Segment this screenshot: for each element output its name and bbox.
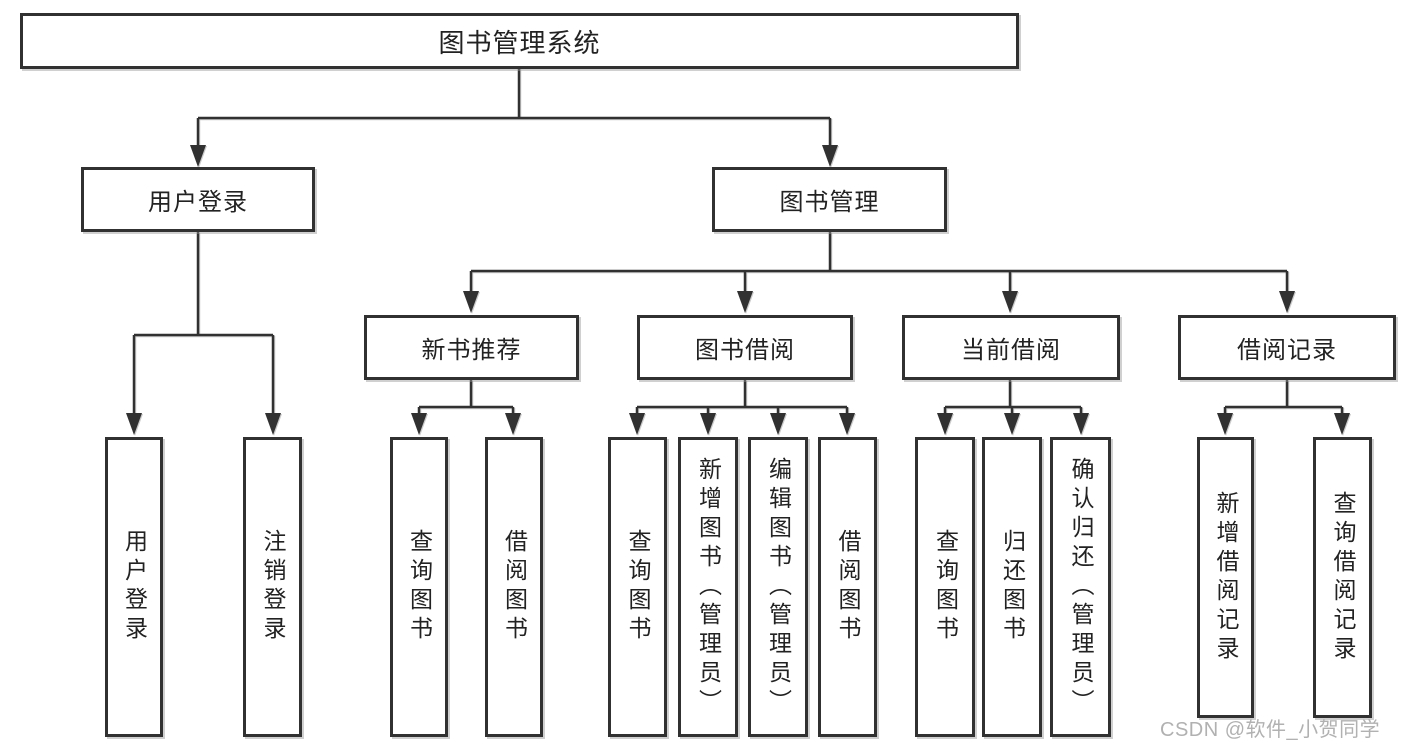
node-label: 查询借阅记录 (1330, 490, 1356, 665)
node-user-login: 用户登录 (81, 167, 315, 232)
leaf-user-login: 用户登录 (105, 437, 163, 737)
node-label: 查询图书 (932, 529, 959, 645)
node-label: 查询图书 (406, 529, 433, 645)
node-label: 借阅记录 (1237, 337, 1337, 364)
node-current-borrowing: 当前借阅 (902, 315, 1120, 380)
leaf-edit-books-admin: 编辑图书（管理员） (748, 437, 808, 737)
node-label: 借阅图书 (835, 529, 861, 645)
leaf-add-borrowing-record: 新增借阅记录 (1197, 437, 1254, 718)
node-label: 注销登录 (260, 529, 286, 645)
leaf-borrow-books: 借阅图书 (818, 437, 877, 737)
node-library-management-system: 图书管理系统 (20, 13, 1019, 69)
node-label: 确认归还（管理员） (1068, 456, 1094, 718)
leaf-confirm-return-admin: 确认归还（管理员） (1050, 437, 1111, 737)
leaf-recommend-borrow-books: 借阅图书 (485, 437, 543, 737)
connector-paths (132, 68, 1344, 416)
leaf-return-books: 归还图书 (982, 437, 1042, 737)
node-book-borrowing: 图书借阅 (637, 315, 853, 380)
node-label: 图书借阅 (695, 337, 795, 364)
node-label: 新增图书（管理员） (695, 456, 722, 718)
node-label: 新书推荐 (421, 337, 522, 364)
node-label: 编辑图书（管理员） (765, 456, 792, 718)
node-label: 当前借阅 (961, 337, 1061, 364)
node-new-book-recommendation: 新书推荐 (364, 315, 579, 380)
leaf-logout-login: 注销登录 (243, 437, 302, 737)
node-borrowing-records: 借阅记录 (1178, 315, 1396, 380)
node-label: 新增借阅记录 (1213, 490, 1239, 665)
node-book-management: 图书管理 (712, 167, 947, 232)
leaf-query-borrowing-record: 查询借阅记录 (1313, 437, 1372, 718)
node-label: 图书管理系统 (438, 27, 601, 58)
leaf-recommend-query-books: 查询图书 (390, 437, 448, 737)
leaf-add-books-admin: 新增图书（管理员） (678, 437, 738, 737)
leaf-borrowing-query-books: 查询图书 (608, 437, 667, 737)
node-label: 用户登录 (148, 189, 248, 216)
node-label: 借阅图书 (501, 529, 528, 645)
node-label: 查询图书 (625, 529, 651, 645)
csdn-watermark: CSDN @软件_小贺同学 (1160, 719, 1381, 741)
leaf-current-query-books: 查询图书 (915, 437, 975, 737)
arrowheads (126, 145, 1350, 435)
node-label: 归还图书 (999, 529, 1026, 645)
node-label: 用户登录 (121, 529, 148, 645)
node-label: 图书管理 (779, 189, 880, 216)
